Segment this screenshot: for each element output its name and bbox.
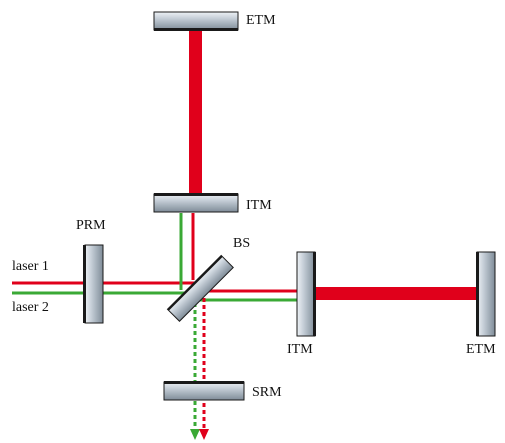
horizontal-arm-cavity-beam <box>316 287 477 300</box>
laser1-label: laser 1 <box>12 259 49 274</box>
vertical-arm-cavity-beam <box>189 30 202 194</box>
etm-top-mirror <box>153 11 239 31</box>
prm-label: PRM <box>76 218 106 233</box>
itm-right-mirror <box>296 251 316 337</box>
laser2-label: laser 2 <box>12 300 49 315</box>
itm-right-label: ITM <box>287 342 313 357</box>
srm-label: SRM <box>252 385 282 400</box>
red-output-arrowhead <box>199 429 209 440</box>
etm-right-mirror <box>476 251 496 337</box>
itm-top-mirror <box>153 193 239 213</box>
prm-mirror <box>83 244 104 324</box>
green-output-arrowhead <box>190 429 200 440</box>
beam-splitter <box>166 254 234 322</box>
etm-right-label: ETM <box>466 342 496 357</box>
itm-top-label: ITM <box>246 198 272 213</box>
bs-label: BS <box>233 236 251 251</box>
srm-mirror <box>163 381 245 401</box>
etm-top-label: ETM <box>246 13 276 28</box>
